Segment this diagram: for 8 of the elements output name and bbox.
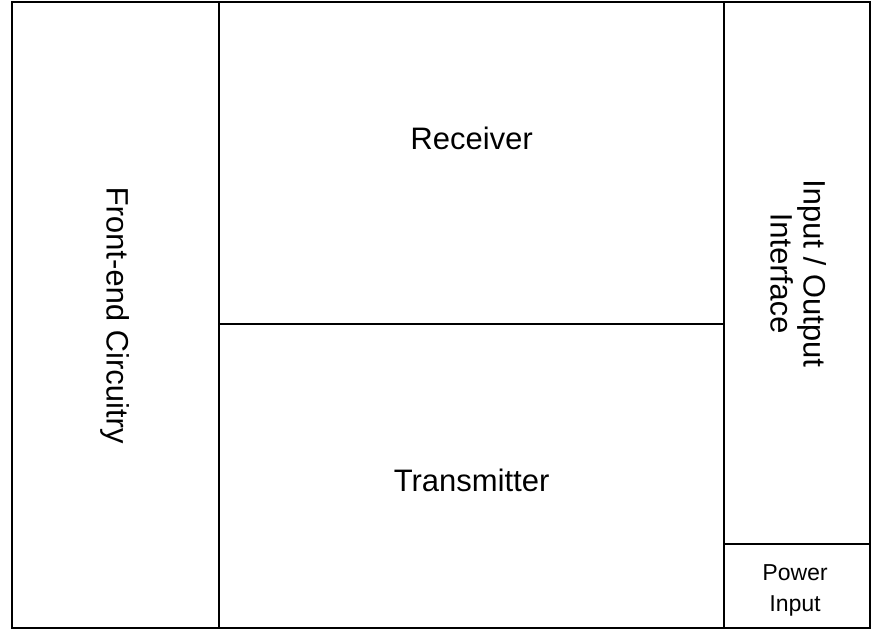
block-label: Receiver: [409, 123, 534, 156]
block-label: Input / Output Interface: [764, 178, 830, 369]
block-box: [723, 1, 871, 545]
block-box: [11, 1, 220, 629]
block-label: Transmitter: [392, 465, 550, 498]
block-label: Power Input: [761, 558, 829, 618]
block-label: Front-end Circuitry: [99, 186, 132, 446]
block-box: [723, 543, 871, 629]
